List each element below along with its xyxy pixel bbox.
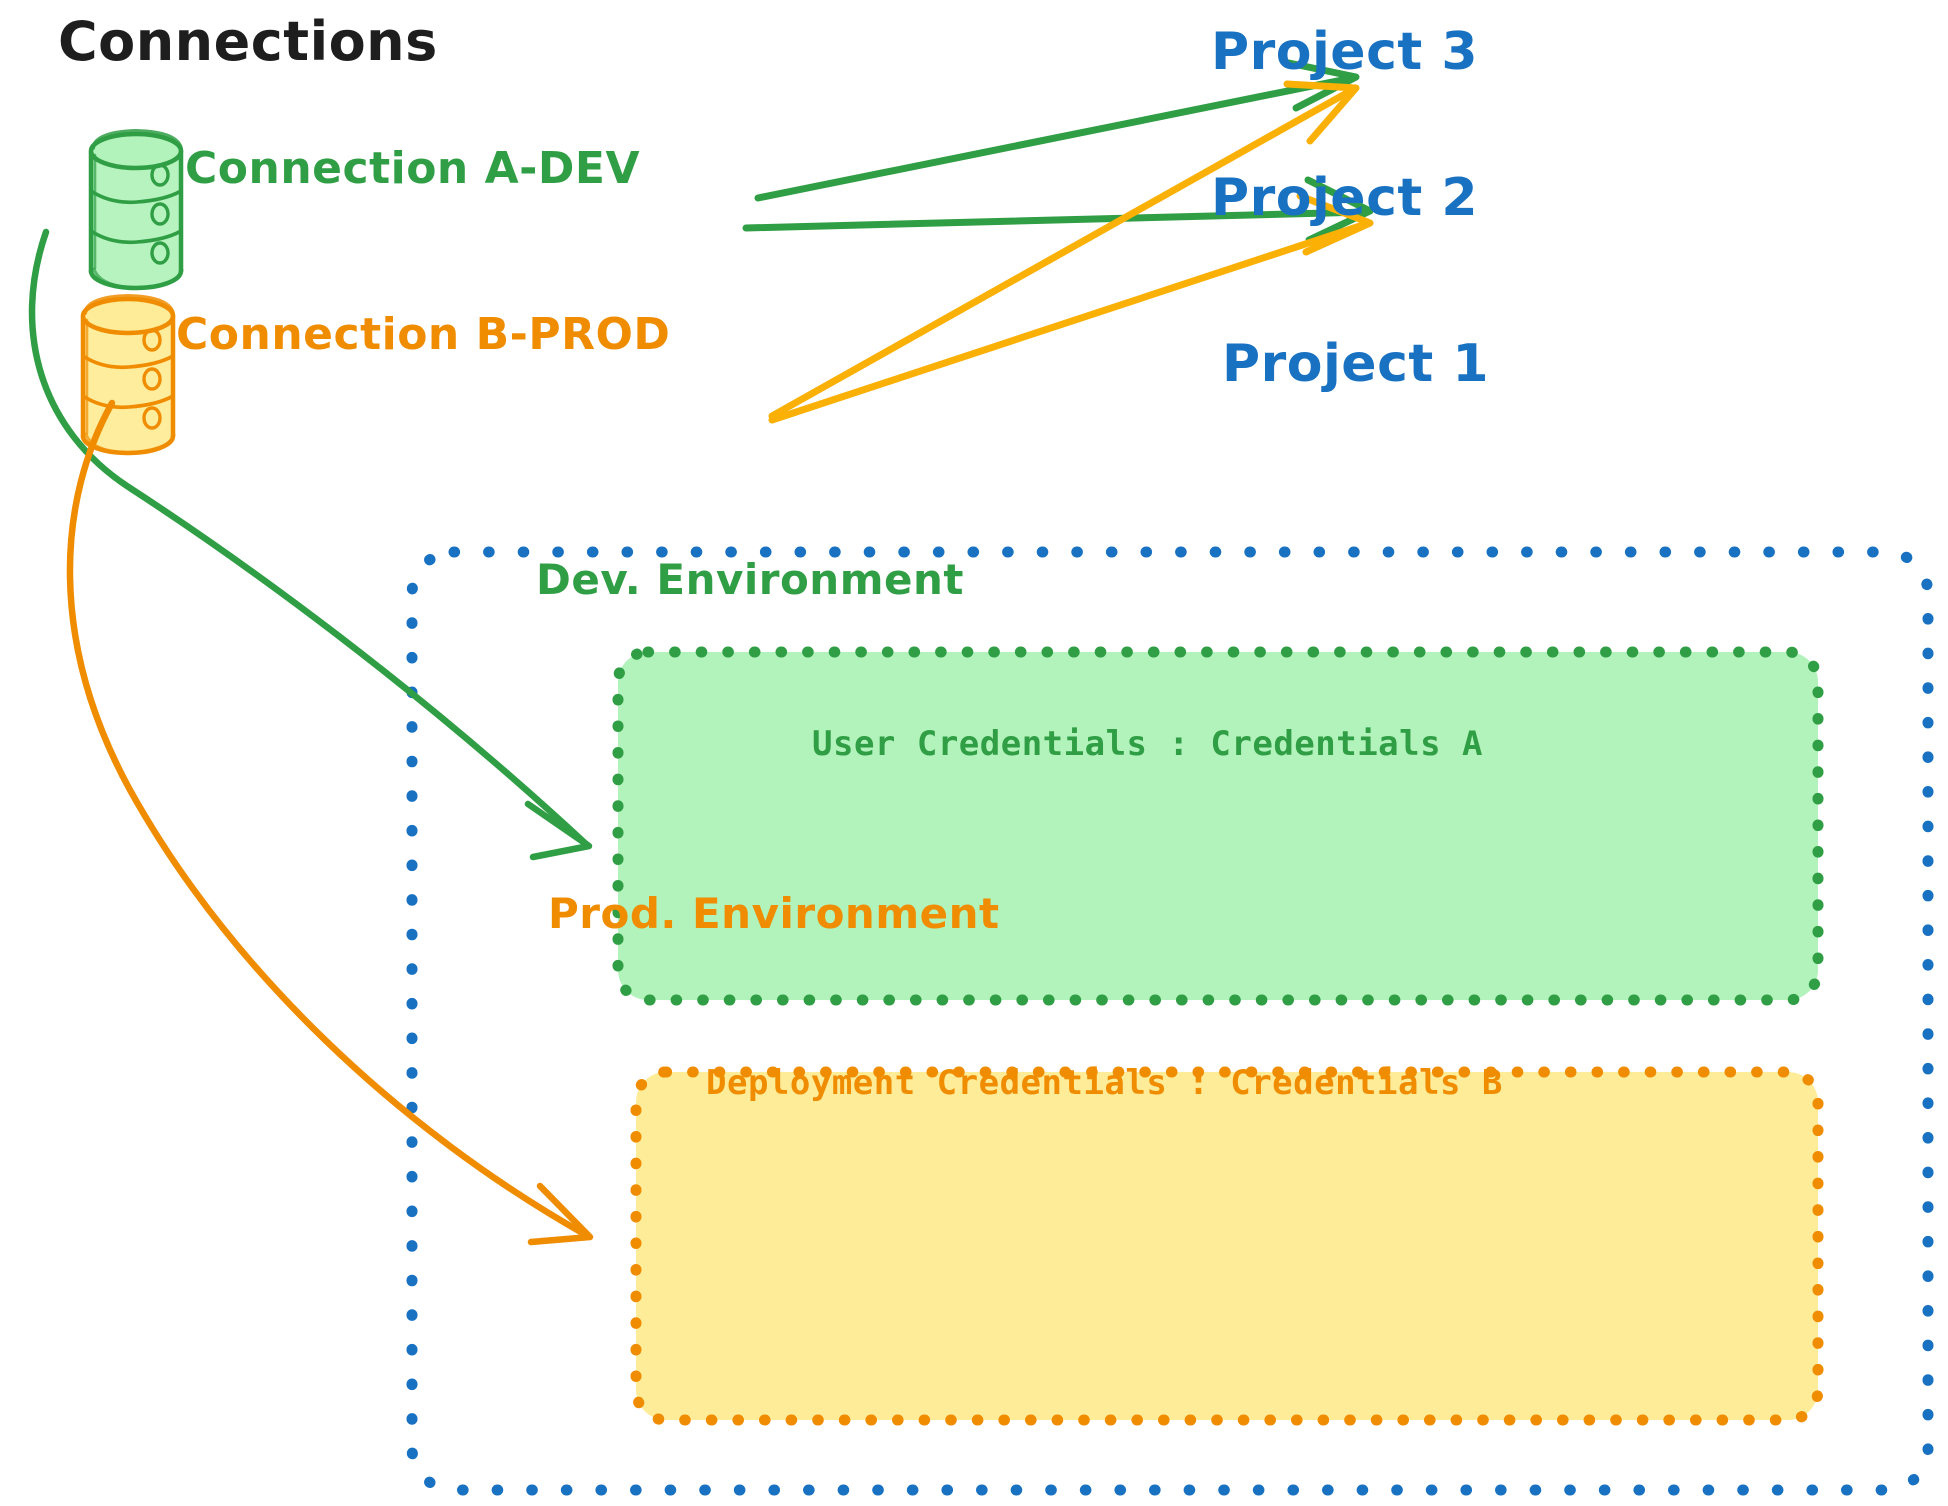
dev-environment-credentials: User Credentials : Credentials A — [812, 724, 1484, 764]
database-icon-connection-a[interactable] — [88, 128, 184, 291]
page-title: Connections — [58, 10, 438, 73]
connection-b-label[interactable]: Connection B-PROD — [176, 309, 671, 360]
prod-environment-box[interactable] — [630, 1066, 1824, 1426]
prod-environment-credentials: Deployment Credentials : Credentials B — [706, 1063, 1503, 1103]
project-3-label[interactable]: Project 3 — [1211, 22, 1479, 82]
project-1-label[interactable]: Project 1 — [1222, 334, 1490, 394]
project-2-label[interactable]: Project 2 — [1211, 168, 1479, 228]
dev-environment-box[interactable] — [612, 646, 1824, 1006]
arrow-b-to-prod-environment — [66, 399, 594, 1246]
dev-environment-title: Dev. Environment — [536, 555, 964, 604]
prod-environment-title: Prod. Environment — [548, 889, 1000, 938]
project-1-container-outline — [406, 546, 1934, 1496]
database-icon-connection-b[interactable] — [80, 293, 176, 456]
connection-a-label[interactable]: Connection A-DEV — [185, 143, 641, 194]
